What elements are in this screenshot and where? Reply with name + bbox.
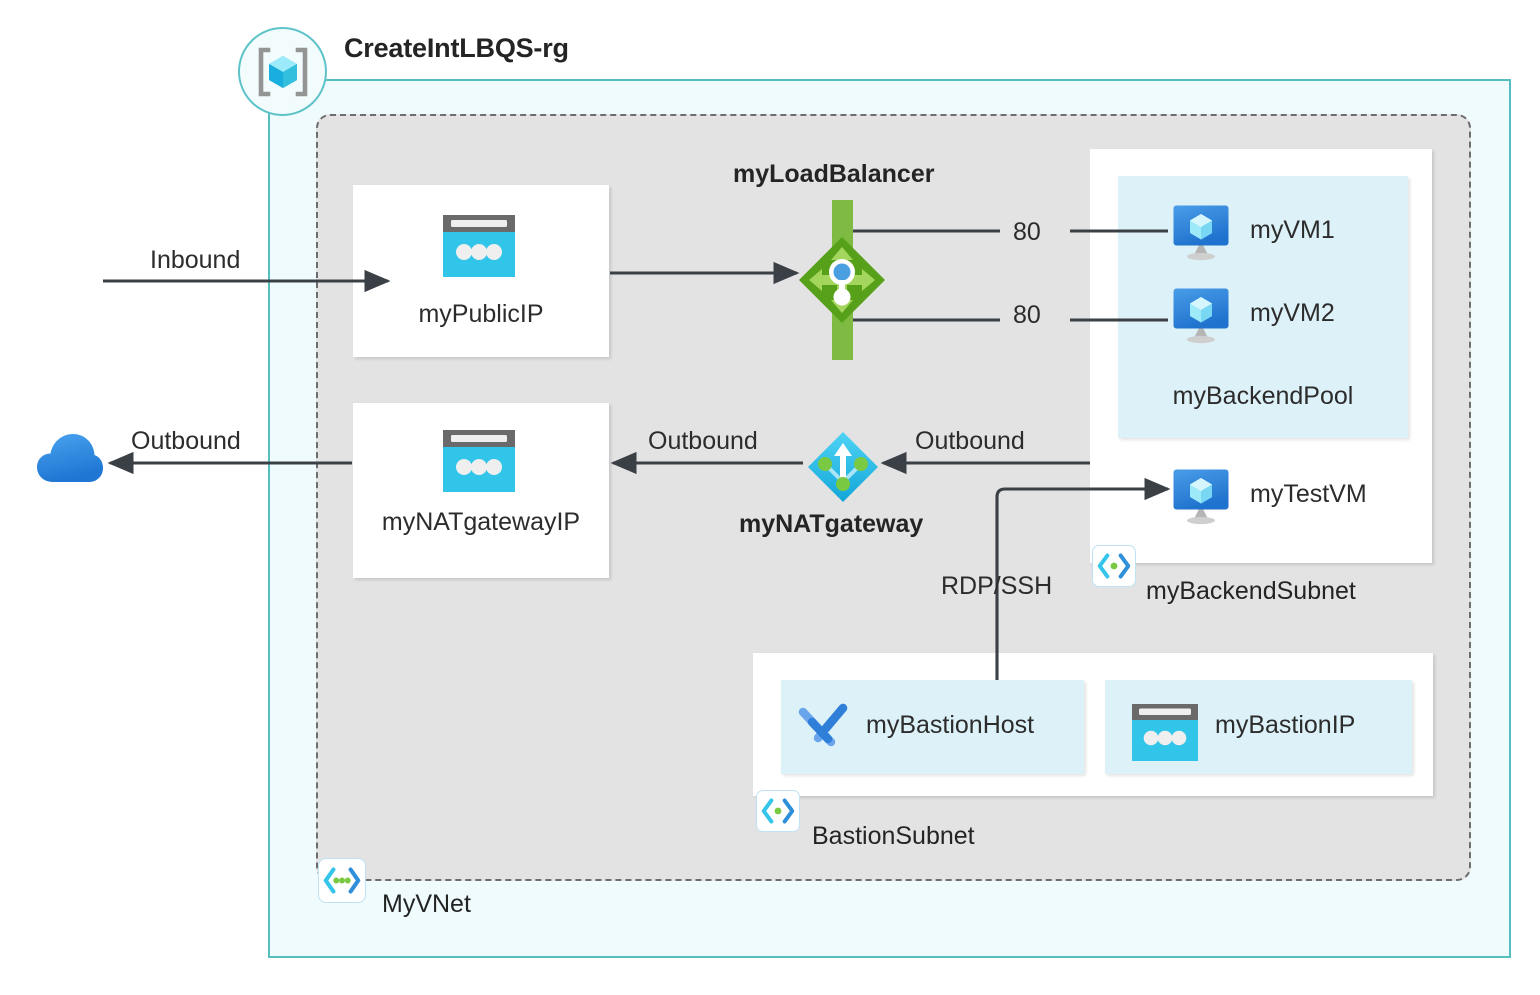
public-ip-icon xyxy=(443,215,515,277)
vm2-label: myVM2 xyxy=(1250,299,1335,327)
backend-pool-box xyxy=(1118,176,1408,438)
outbound-edge-label-middle: Outbound xyxy=(648,427,758,455)
bastion-host-label: myBastionHost xyxy=(866,711,1035,739)
vm1-label: myVM1 xyxy=(1250,216,1335,244)
subnet-icon-backend xyxy=(1092,545,1136,587)
port-label-vm2: 80 xyxy=(1013,301,1041,329)
virtual-machine-icon xyxy=(1173,205,1229,261)
bastion-icon xyxy=(798,703,848,747)
load-balancer-icon xyxy=(799,200,885,360)
resource-group-icon xyxy=(258,47,308,97)
subnet-icon xyxy=(1097,553,1131,579)
cloud-icon xyxy=(37,434,103,482)
virtual-machine-icon xyxy=(1173,288,1229,344)
nat-gateway-title: myNATgateway xyxy=(739,510,924,538)
public-ip-icon xyxy=(1132,704,1198,761)
backend-pool-label: myBackendPool xyxy=(1172,382,1354,410)
bastion-subnet-label: BastionSubnet xyxy=(812,822,975,850)
backend-subnet-label: myBackendSubnet xyxy=(1146,577,1356,605)
vnet-icon xyxy=(323,867,361,894)
test-vm-label: myTestVM xyxy=(1250,480,1367,508)
page-title: CreateIntLBQS-rg xyxy=(344,33,569,63)
public-ip-label: myPublicIP xyxy=(418,300,544,328)
outbound-edge-label-left: Outbound xyxy=(131,427,241,455)
bastion-ip-label: myBastionIP xyxy=(1215,711,1356,739)
outbound-edge-label-right: Outbound xyxy=(915,427,1025,455)
rdp-ssh-edge-label: RDP/SSH xyxy=(941,572,1053,600)
nat-gateway-icon xyxy=(808,432,878,502)
vnet-label: MyVNet xyxy=(382,890,471,918)
vnet-icon-wrapper xyxy=(318,858,366,903)
inbound-edge-label: Inbound xyxy=(150,246,241,274)
subnet-icon-bastion xyxy=(756,790,800,832)
public-ip-icon xyxy=(443,430,515,492)
subnet-icon xyxy=(761,798,795,824)
virtual-machine-icon xyxy=(1173,469,1229,525)
load-balancer-title: myLoadBalancer xyxy=(733,160,935,188)
nat-gateway-ip-label: myNATgatewayIP xyxy=(381,508,581,536)
port-label-vm1: 80 xyxy=(1013,218,1041,246)
